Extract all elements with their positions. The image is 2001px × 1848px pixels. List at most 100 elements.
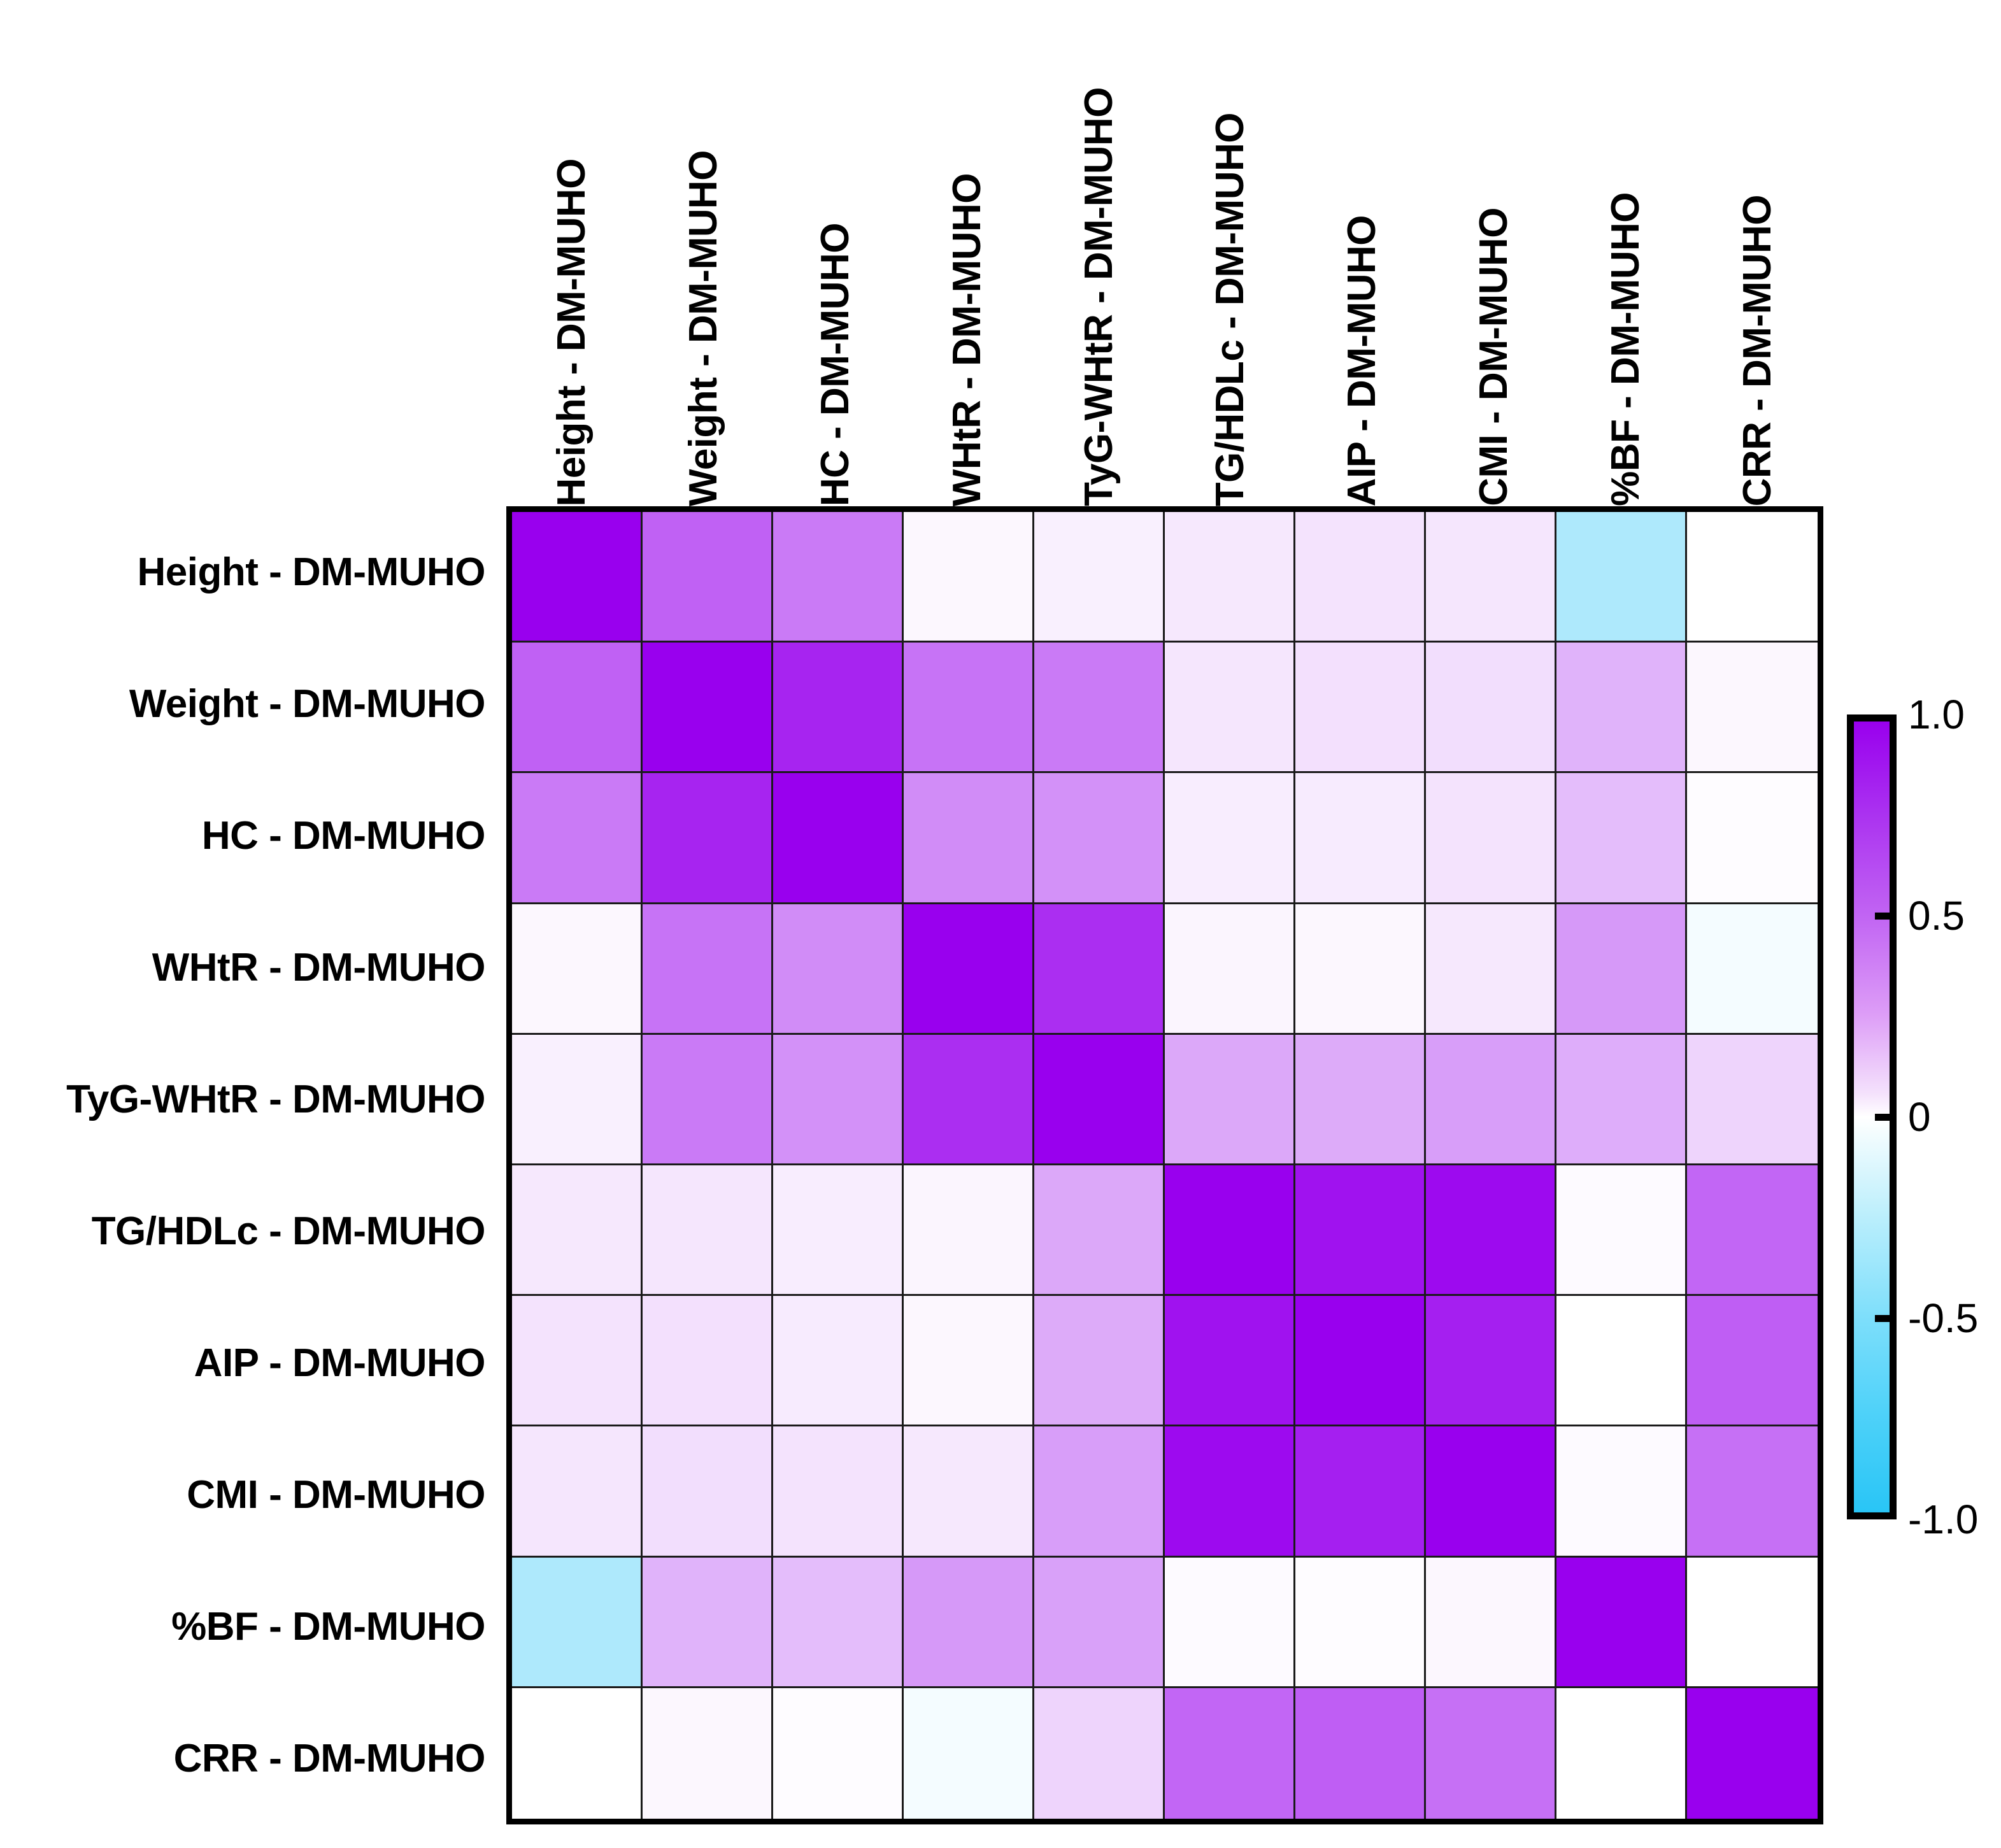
heatmap-cell bbox=[643, 1557, 773, 1688]
heatmap-grid bbox=[512, 512, 1818, 1819]
colorbar-tick-label: -0.5 bbox=[1908, 1295, 1979, 1341]
heatmap-cell bbox=[1426, 1688, 1556, 1819]
column-header-4: TyG-WHtR - DM-MUHO bbox=[1033, 10, 1165, 506]
heatmap-cell bbox=[1034, 1034, 1165, 1165]
column-header-axis: Height - DM-MUHO Weight - DM-MUHO HC - DM-… bbox=[506, 0, 1823, 506]
heatmap-cell bbox=[643, 1426, 773, 1558]
row-label-8: %BF - DM-MUHO bbox=[0, 1561, 485, 1693]
heatmap-cell bbox=[1295, 773, 1426, 904]
heatmap-cell bbox=[1165, 512, 1295, 643]
heatmap-cell bbox=[773, 1165, 904, 1297]
heatmap-cell bbox=[643, 1165, 773, 1297]
heatmap-cell bbox=[1687, 512, 1818, 643]
heatmap-cell bbox=[1034, 512, 1165, 643]
row-label-text: CRR - DM-MUHO bbox=[173, 1737, 486, 1780]
row-label-text: CMI - DM-MUHO bbox=[187, 1473, 485, 1517]
heatmap-cell bbox=[643, 904, 773, 1035]
column-header-label: %BF - DM-MUHO bbox=[1603, 192, 1648, 506]
heatmap-cell bbox=[773, 512, 904, 643]
heatmap-cell bbox=[1295, 1426, 1426, 1558]
heatmap-cell bbox=[1034, 904, 1165, 1035]
heatmap-cell bbox=[1165, 1688, 1295, 1819]
heatmap-cell bbox=[512, 512, 643, 643]
heatmap-cell bbox=[643, 1296, 773, 1427]
heatmap-cell bbox=[1034, 1296, 1165, 1427]
column-header-label: CRR - DM-MUHO bbox=[1735, 194, 1779, 506]
heatmap-cell bbox=[904, 1688, 1034, 1819]
heatmap-cell bbox=[1556, 512, 1687, 643]
heatmap-cell bbox=[1687, 1426, 1818, 1558]
heatmap-cell bbox=[1165, 1557, 1295, 1688]
heatmap-cell bbox=[773, 1688, 904, 1819]
heatmap-cell bbox=[1687, 1034, 1818, 1165]
row-label-2: HC - DM-MUHO bbox=[0, 770, 486, 902]
heatmap-cell bbox=[773, 1034, 904, 1165]
heatmap-cell bbox=[1295, 643, 1426, 774]
heatmap-plot-area bbox=[506, 506, 1823, 1824]
heatmap-cell bbox=[643, 773, 773, 904]
column-header-label: HC - DM-MUHO bbox=[813, 222, 857, 506]
heatmap-cell bbox=[1556, 1034, 1687, 1165]
heatmap-cell bbox=[1295, 1034, 1426, 1165]
heatmap-cell bbox=[1426, 904, 1556, 1035]
heatmap-cell bbox=[904, 904, 1034, 1035]
row-label-text: WHtR - DM-MUHO bbox=[152, 946, 486, 990]
heatmap-cell bbox=[1295, 1296, 1426, 1427]
heatmap-cell bbox=[1165, 1296, 1295, 1427]
heatmap-cell bbox=[1165, 643, 1295, 774]
heatmap-cell bbox=[1034, 1426, 1165, 1558]
heatmap-cell bbox=[1426, 1557, 1556, 1688]
heatmap-cell bbox=[904, 1296, 1034, 1427]
heatmap-cell bbox=[1165, 1034, 1295, 1165]
column-header-label: AIP - DM-MUHO bbox=[1340, 215, 1385, 506]
heatmap-cell bbox=[773, 773, 904, 904]
heatmap-cell bbox=[512, 1165, 643, 1297]
column-header-0: Height - DM-MUHO bbox=[506, 10, 638, 506]
heatmap-cell bbox=[1687, 904, 1818, 1035]
colorbar-tick-label: 0.5 bbox=[1908, 893, 1965, 939]
heatmap-cell bbox=[773, 1557, 904, 1688]
heatmap-cell bbox=[1426, 773, 1556, 904]
heatmap-cell bbox=[904, 1557, 1034, 1688]
heatmap-cell bbox=[1687, 1165, 1818, 1297]
colorbar-tick-label: 1.0 bbox=[1908, 692, 1965, 737]
row-label-4: TyG-WHtR - DM-MUHO bbox=[0, 1034, 485, 1165]
column-header-1: Weight - DM-MUHO bbox=[638, 10, 770, 506]
heatmap-cell bbox=[904, 1165, 1034, 1297]
heatmap-cell bbox=[1034, 773, 1165, 904]
heatmap-cell bbox=[643, 1034, 773, 1165]
heatmap-cell bbox=[1295, 1688, 1426, 1819]
heatmap-cell bbox=[512, 1557, 643, 1688]
heatmap-cell bbox=[1687, 773, 1818, 904]
column-header-label: Weight - DM-MUHO bbox=[681, 150, 726, 506]
heatmap-cell bbox=[643, 512, 773, 643]
row-label-6: AIP - DM-MUHO bbox=[0, 1297, 486, 1429]
row-label-1: Weight - DM-MUHO bbox=[0, 638, 486, 770]
heatmap-cell bbox=[1556, 1426, 1687, 1558]
heatmap-cell bbox=[512, 1034, 643, 1165]
column-header-5: TG/HDLc - DM-MUHO bbox=[1165, 10, 1297, 506]
heatmap-cell bbox=[1687, 1688, 1818, 1819]
heatmap-cell bbox=[1426, 1034, 1556, 1165]
column-header-label: WHtR - DM-MUHO bbox=[944, 173, 989, 506]
heatmap-cell bbox=[643, 1688, 773, 1819]
heatmap-cell bbox=[1165, 1165, 1295, 1297]
heatmap-cell bbox=[1295, 1557, 1426, 1688]
heatmap-cell bbox=[1165, 904, 1295, 1035]
column-header-3: WHtR - DM-MUHO bbox=[901, 10, 1033, 506]
column-header-label: TG/HDLc - DM-MUHO bbox=[1208, 112, 1253, 506]
heatmap-cell bbox=[1687, 643, 1818, 774]
row-label-text: Height - DM-MUHO bbox=[137, 550, 486, 594]
heatmap-cell bbox=[773, 1426, 904, 1558]
heatmap-cell bbox=[904, 512, 1034, 643]
colorbar-tick-label: -1.0 bbox=[1908, 1496, 1979, 1542]
column-header-label: TyG-WHtR - DM-MUHO bbox=[1076, 87, 1121, 506]
heatmap-cell bbox=[512, 1296, 643, 1427]
heatmap-cell bbox=[1034, 1688, 1165, 1819]
heatmap-cell bbox=[1556, 643, 1687, 774]
heatmap-cell bbox=[1426, 1426, 1556, 1558]
row-label-3: WHtR - DM-MUHO bbox=[0, 902, 486, 1034]
heatmap-cell bbox=[512, 773, 643, 904]
heatmap-cell bbox=[773, 643, 904, 774]
